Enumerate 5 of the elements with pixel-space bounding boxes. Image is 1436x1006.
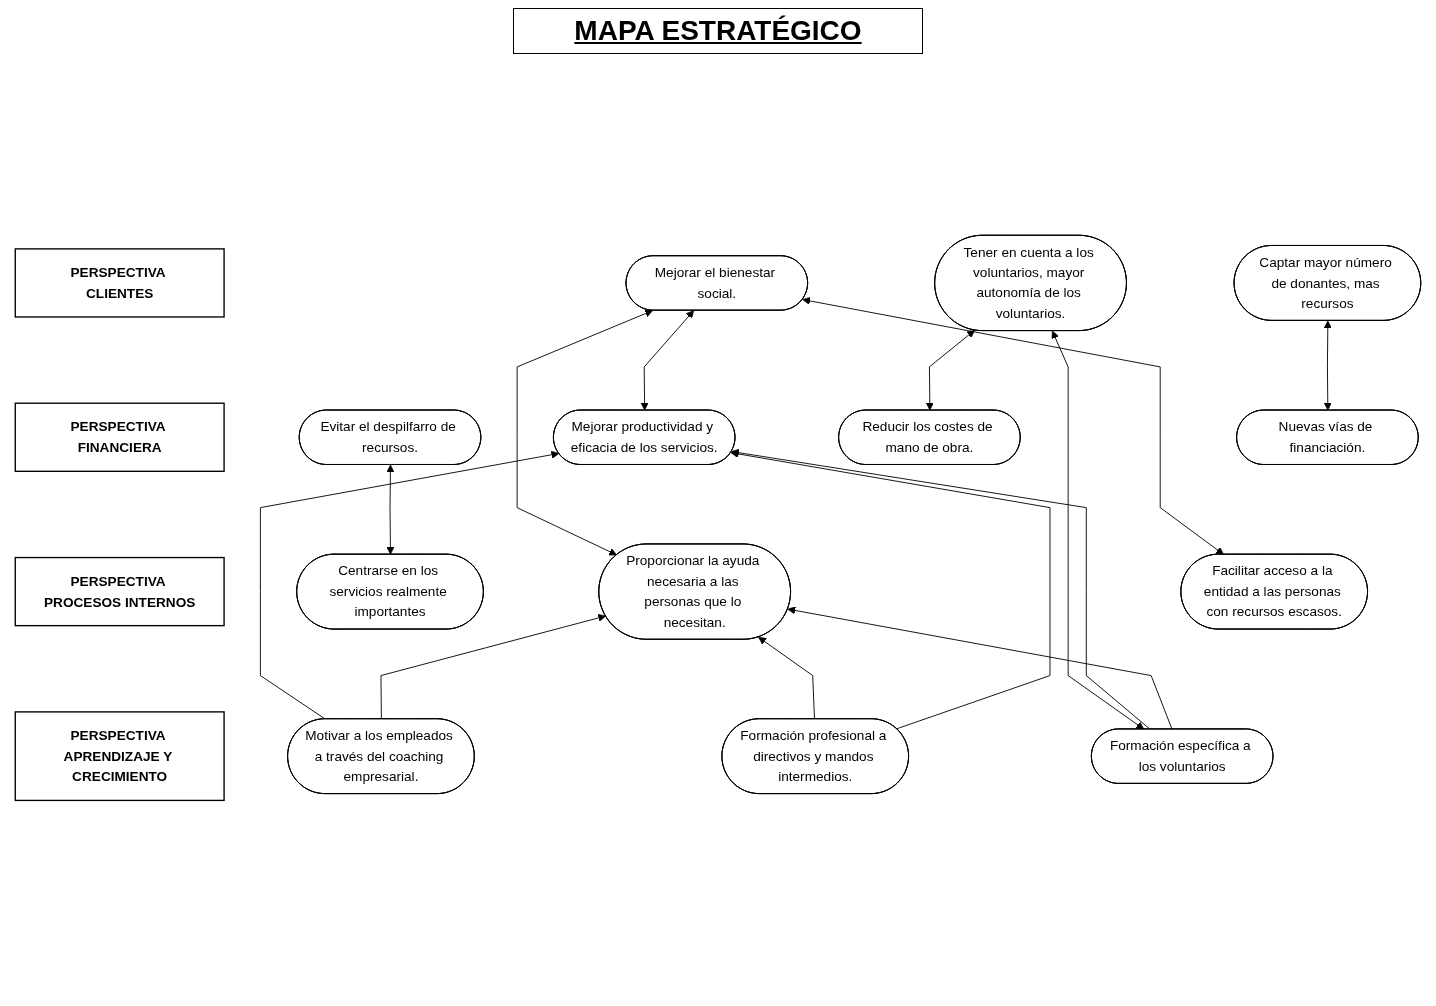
title: MAPA ESTRATÉGICO [513, 8, 923, 54]
node-box: PERSPECTIVA PROCESOS INTERNOS [14, 557, 225, 627]
node-box: PERSPECTIVA APRENDIZAJE Y CRECIMIENTO [14, 711, 225, 802]
node-box: PERSPECTIVA FINANCIERA [14, 402, 225, 473]
node-box: PERSPECTIVA CLIENTES [14, 248, 225, 318]
